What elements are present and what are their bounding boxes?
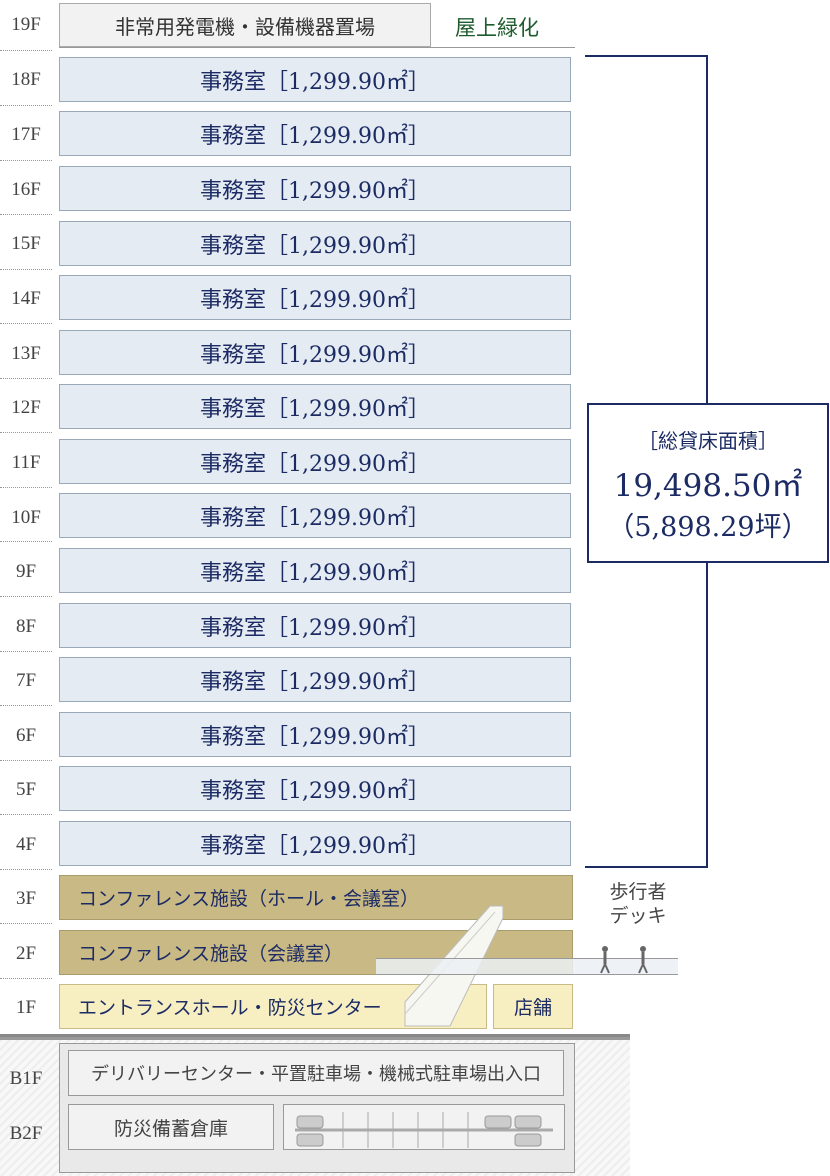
- floor-label-4f: 4F: [15, 834, 37, 855]
- floor-label-b2f: B2F: [9, 1123, 43, 1144]
- floor-label-16f: 16F: [11, 179, 41, 200]
- floor-divider: [0, 814, 52, 815]
- floor-label-13f: 13F: [11, 343, 41, 364]
- floor-label-b1f: B1F: [9, 1068, 43, 1089]
- b2-disaster-storage: 防災備蓄倉庫: [68, 1104, 274, 1150]
- floor-label-8f: 8F: [15, 616, 37, 637]
- floor-label-12f: 12F: [11, 397, 41, 418]
- floor-divider: [0, 378, 52, 379]
- ground-line: [0, 1034, 630, 1037]
- office-floor-4f: 事務室［1,299.90㎡］: [59, 821, 571, 866]
- floor-label-3f: 3F: [15, 888, 37, 909]
- floor-divider: [0, 269, 52, 270]
- floor-divider: [0, 214, 52, 215]
- total-area-m2: 19,498.50㎡: [613, 468, 803, 504]
- office-floor-12f: 事務室［1,299.90㎡］: [59, 384, 571, 429]
- floor-divider: [0, 50, 52, 51]
- office-floor-16f: 事務室［1,299.90㎡］: [59, 166, 571, 211]
- floor-label-9f: 9F: [15, 561, 37, 582]
- floor-divider: [0, 923, 52, 924]
- shop-1f: 店舗: [493, 984, 573, 1029]
- floor-divider: [0, 432, 52, 433]
- floor-label-14f: 14F: [11, 288, 41, 309]
- b1-delivery-parking: デリバリーセンター・平置駐車場・機械式駐車場出入口: [68, 1050, 564, 1096]
- total-area-tsubo: （5,898.29坪）: [607, 512, 809, 543]
- office-floor-6f: 事務室［1,299.90㎡］: [59, 712, 571, 757]
- office-floor-11f: 事務室［1,299.90㎡］: [59, 439, 571, 484]
- floor-label-5f: 5F: [15, 779, 37, 800]
- floor-divider: [0, 705, 52, 706]
- mechanical-parking-graphic: [283, 1104, 565, 1150]
- roof-greening-label: 屋上緑化: [455, 16, 539, 40]
- office-floor-5f: 事務室［1,299.90㎡］: [59, 766, 571, 811]
- office-floor-13f: 事務室［1,299.90㎡］: [59, 330, 571, 375]
- conference-floor-3f: コンファレンス施設（ホール・会議室）: [59, 875, 573, 920]
- office-floor-9f: 事務室［1,299.90㎡］: [59, 548, 571, 593]
- office-floor-10f: 事務室［1,299.90㎡］: [59, 493, 571, 538]
- total-area-heading: ［総貸床面積］: [638, 429, 778, 453]
- floor-divider: [0, 760, 52, 761]
- pedestrian-deck-label-line2: デッキ: [609, 905, 667, 927]
- floor-divider: [0, 487, 52, 488]
- roof-line: [59, 47, 575, 48]
- floor-divider: [0, 160, 52, 161]
- pedestrian-deck-label: 歩行者 デッキ: [598, 880, 678, 928]
- basement-area: B1F B2F デリバリーセンター・平置駐車場・機械式駐車場出入口 防災備蓄倉庫: [0, 1037, 630, 1176]
- floor-divider: [0, 869, 52, 870]
- floor-label-2f: 2F: [15, 943, 37, 964]
- floor-label-6f: 6F: [15, 725, 37, 746]
- floor-divider: [0, 105, 52, 106]
- office-floor-14f: 事務室［1,299.90㎡］: [59, 275, 571, 320]
- office-floor-7f: 事務室［1,299.90㎡］: [59, 657, 571, 702]
- total-area-box: ［総貸床面積］ 19,498.50㎡ （5,898.29坪）: [587, 403, 829, 563]
- pedestrian-figures-icon: [600, 946, 648, 974]
- floor-label-11f: 11F: [11, 452, 41, 473]
- floor-label-19f: 19F: [11, 14, 41, 35]
- pedestrian-deck-label-line1: 歩行者: [609, 881, 667, 903]
- floor-label-7f: 7F: [15, 670, 37, 691]
- floor-divider: [0, 541, 52, 542]
- office-floor-15f: 事務室［1,299.90㎡］: [59, 221, 571, 266]
- floor-divider: [0, 596, 52, 597]
- office-floor-17f: 事務室［1,299.90㎡］: [59, 111, 571, 156]
- roof-equipment-area: 非常用発電機・設備機器置場: [59, 3, 431, 47]
- office-floor-18f: 事務室［1,299.90㎡］: [59, 57, 571, 102]
- floor-divider: [0, 978, 52, 979]
- office-floor-8f: 事務室［1,299.90㎡］: [59, 603, 571, 648]
- total-area-bracket: [585, 55, 708, 868]
- floor-label-17f: 17F: [11, 124, 41, 145]
- floor-divider: [0, 651, 52, 652]
- floor-label-1f: 1F: [15, 997, 37, 1018]
- floor-label-15f: 15F: [11, 233, 41, 254]
- floor-divider: [0, 323, 52, 324]
- floor-label-10f: 10F: [11, 507, 41, 528]
- floor-label-18f: 18F: [11, 69, 41, 90]
